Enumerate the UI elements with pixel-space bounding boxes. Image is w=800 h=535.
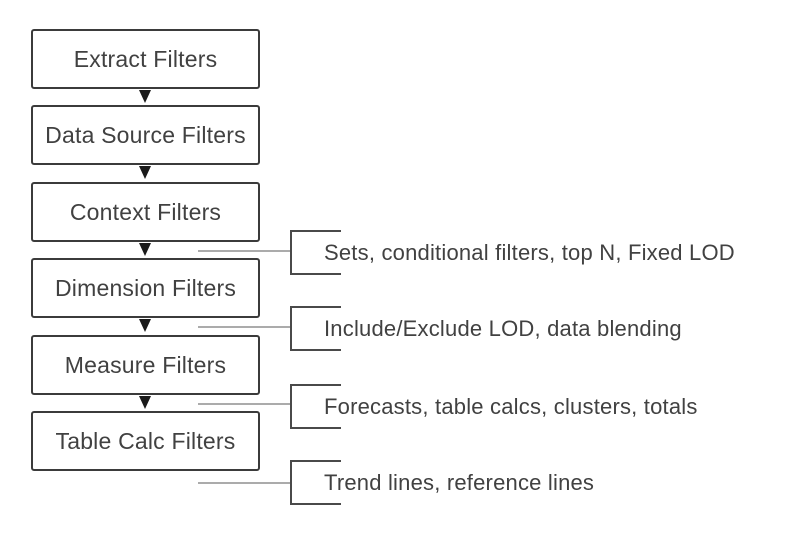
flow-box-table-calc-filters: Table Calc Filters — [31, 411, 260, 471]
connector-line — [198, 482, 291, 484]
annotation-forecasts-table-calcs: Forecasts, table calcs, clusters, totals — [324, 393, 698, 419]
annotation-bracket — [290, 230, 341, 275]
annotation-include-exclude-lod: Include/Exclude LOD, data blending — [324, 315, 682, 341]
annotation-bracket — [290, 460, 341, 505]
connector-line — [198, 250, 291, 252]
down-arrow-icon — [139, 90, 151, 103]
flow-box-dimension-filters: Dimension Filters — [31, 258, 260, 318]
down-arrow-icon — [139, 166, 151, 179]
down-arrow-icon — [139, 396, 151, 409]
flow-box-label: Table Calc Filters — [55, 427, 236, 454]
annotation-bracket — [290, 306, 341, 351]
flow-box-label: Dimension Filters — [54, 274, 237, 301]
annotation-sets-conditional: Sets, conditional filters, top N, Fixed … — [324, 239, 735, 265]
flow-box-context-filters: Context Filters — [31, 182, 260, 242]
flow-box-label: Measure Filters — [64, 351, 227, 378]
flow-box-data-source-filters: Data Source Filters — [31, 105, 260, 165]
down-arrow-icon — [139, 243, 151, 256]
down-arrow-icon — [139, 319, 151, 332]
flow-box-label: Extract Filters — [73, 45, 218, 72]
flow-box-label: Context Filters — [69, 198, 222, 225]
connector-line — [198, 326, 291, 328]
flow-box-label: Data Source Filters — [45, 121, 246, 148]
annotation-trend-reference-lines: Trend lines, reference lines — [324, 469, 595, 495]
flow-box-extract-filters: Extract Filters — [31, 29, 260, 89]
connector-line — [198, 403, 291, 405]
annotation-bracket — [290, 384, 341, 429]
flow-box-measure-filters: Measure Filters — [31, 335, 260, 395]
